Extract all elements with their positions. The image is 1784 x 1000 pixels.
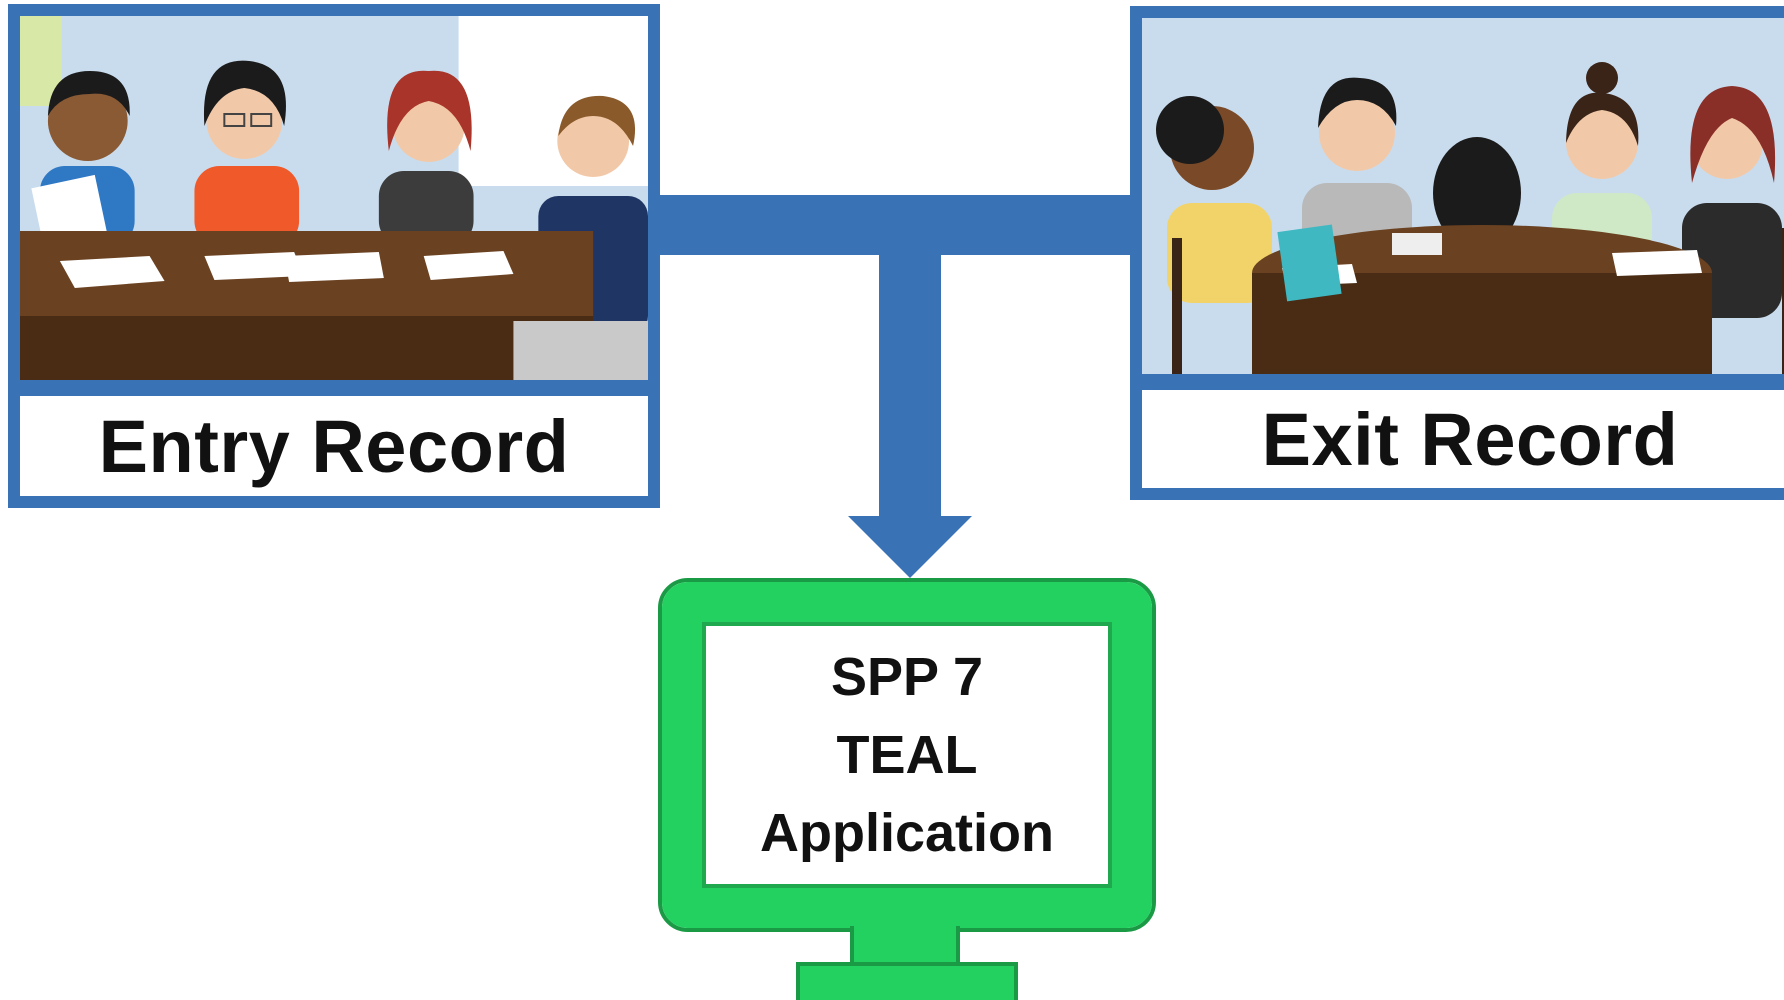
computer-monitor-icon: [662, 582, 1152, 928]
monitor-neck: [850, 926, 960, 966]
card-divider: [1142, 374, 1784, 390]
meeting-round-table-illustration: [1142, 18, 1784, 374]
monitor-line-2: TEAL: [836, 725, 978, 785]
exit-record-label: Exit Record: [1261, 397, 1679, 481]
entry-record-label: Entry Record: [98, 404, 570, 488]
teal-application-label: SPP 7 TEAL Application: [702, 622, 1112, 888]
meeting-at-table-illustration: [20, 16, 648, 380]
monitor-line-3: Application: [760, 803, 1054, 863]
entry-record-card: Entry Record: [8, 4, 660, 508]
monitor-line-1: SPP 7: [830, 647, 984, 707]
monitor-base: [796, 962, 1018, 1000]
card-divider: [20, 380, 648, 396]
exit-record-card: Exit Record: [1130, 6, 1784, 500]
